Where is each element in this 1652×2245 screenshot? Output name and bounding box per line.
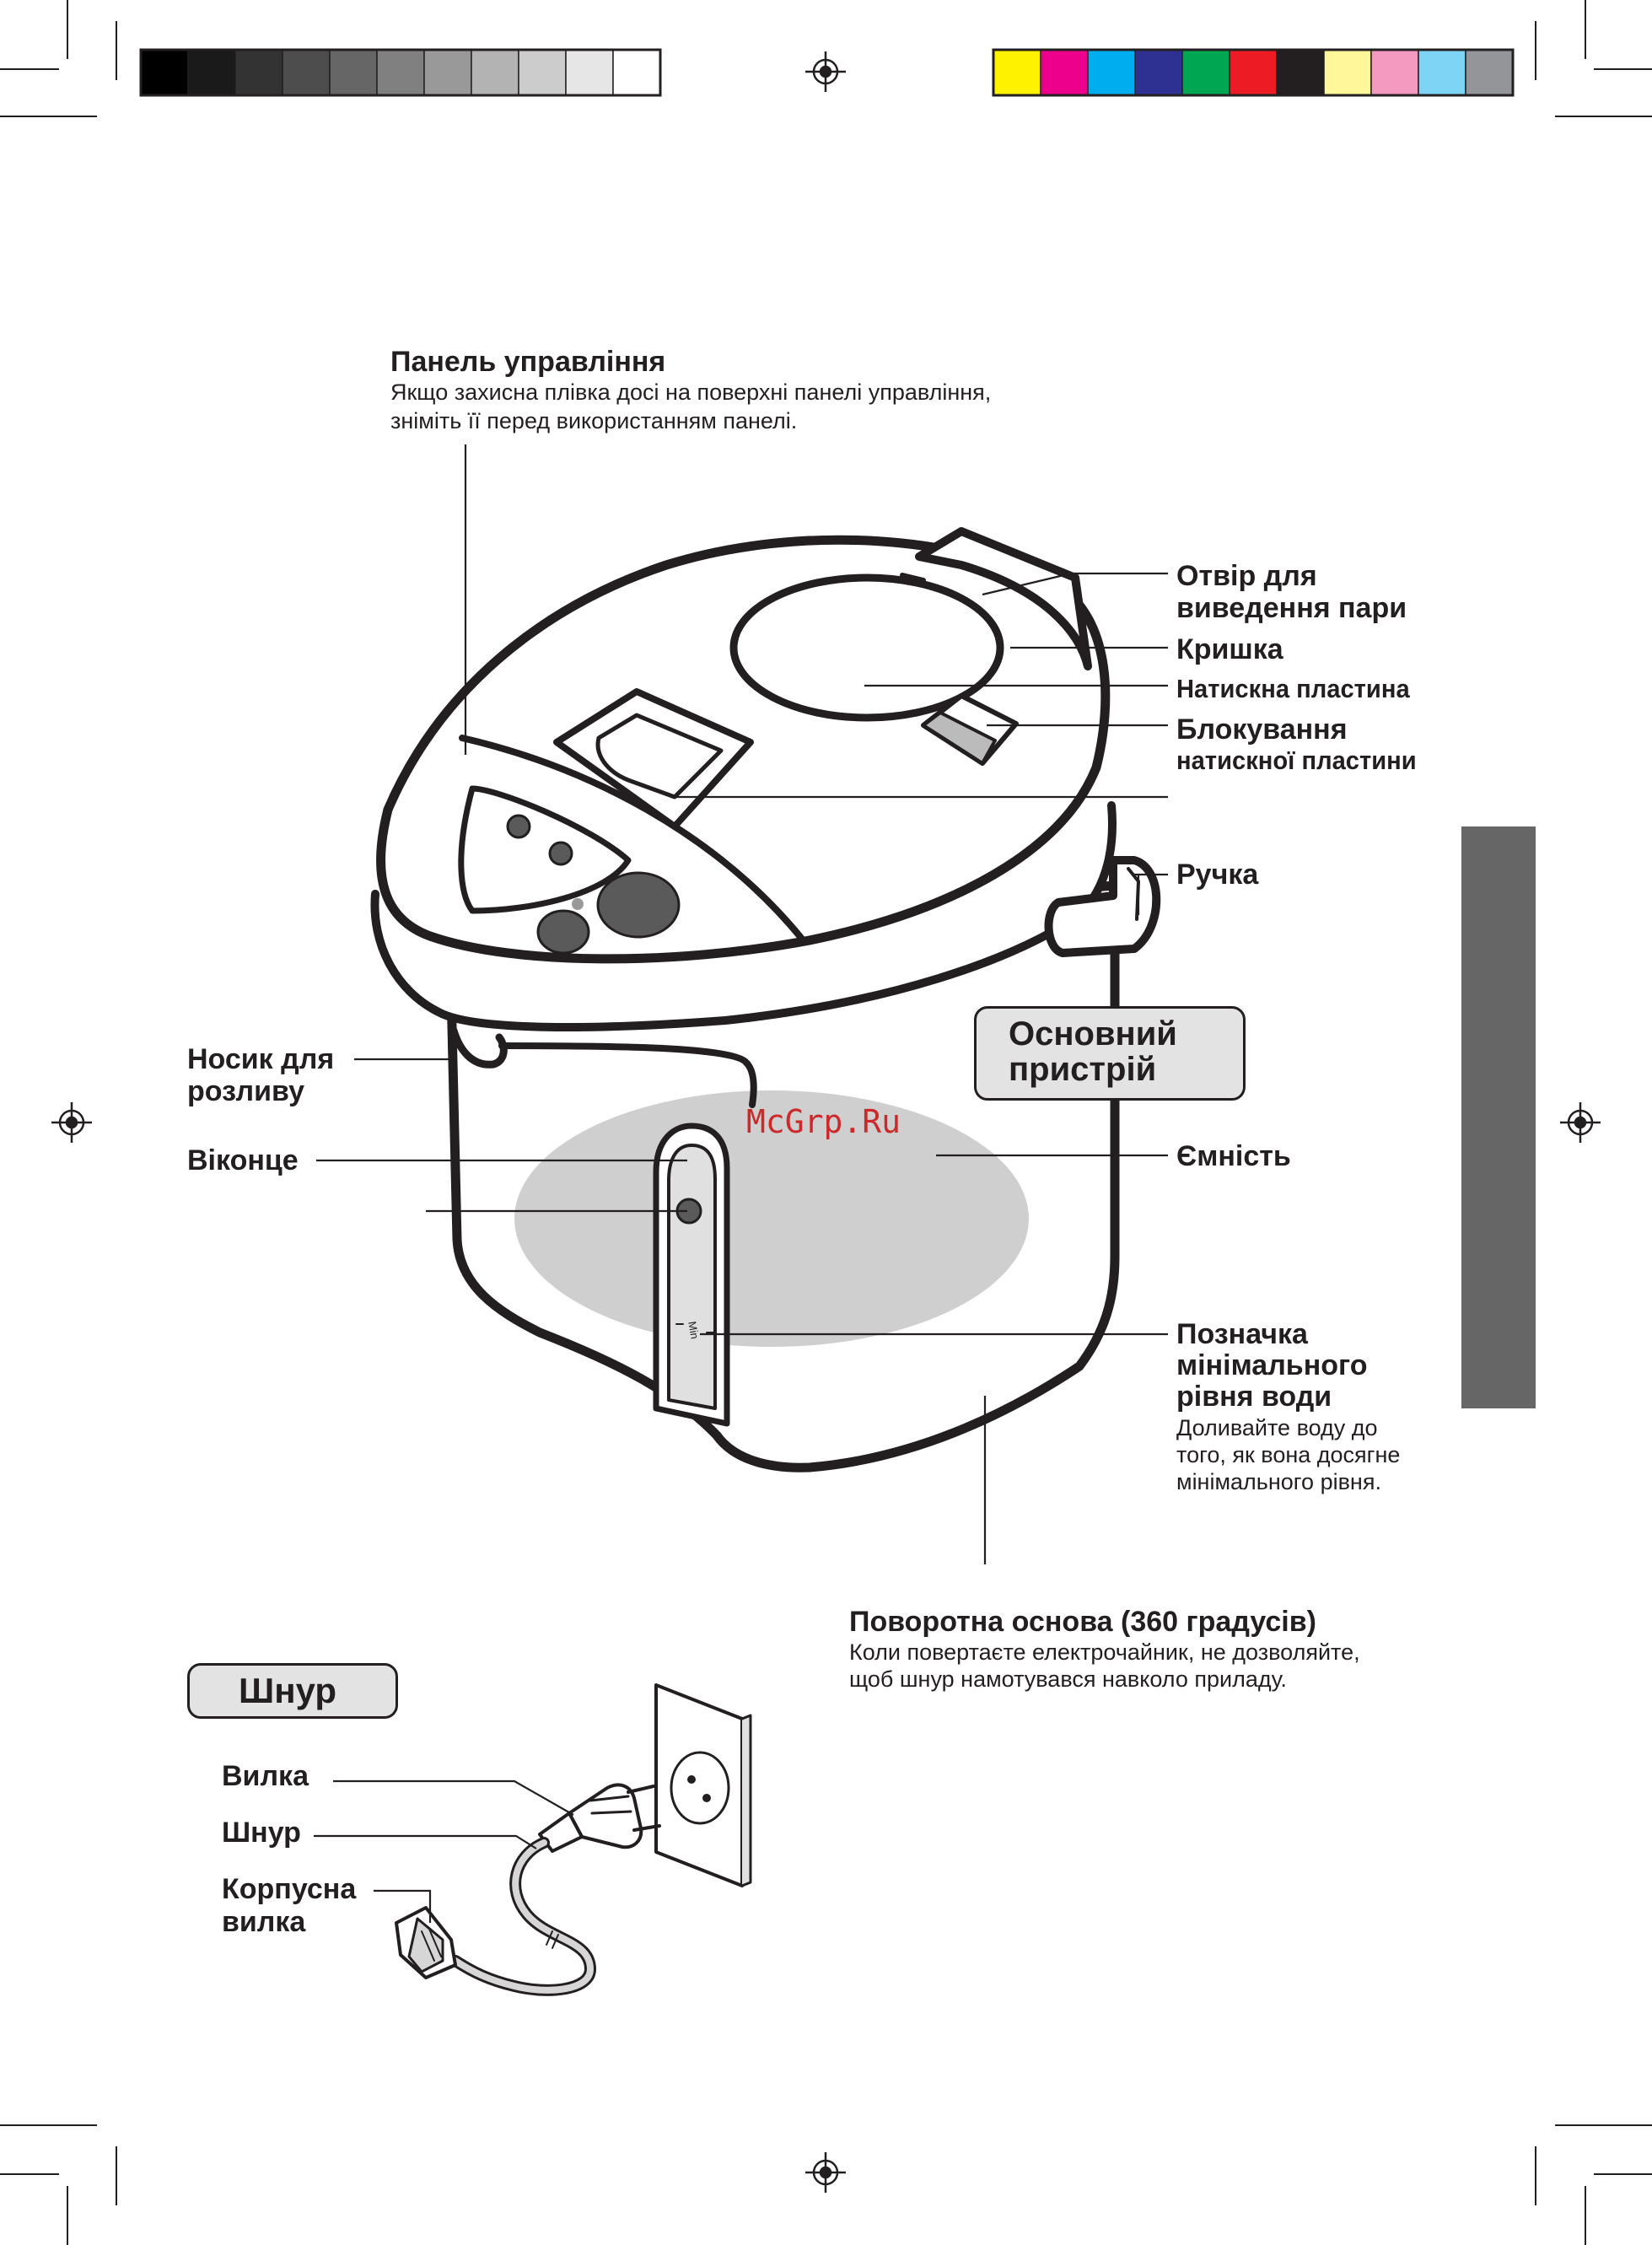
grayscale-calibration-bar [139,48,662,97]
color-swatch [1040,49,1089,96]
body-plug-label-line2: вилка [222,1906,306,1938]
color-swatch [993,49,1041,96]
cord-illustration [395,1683,752,1996]
panel-dispense-button [596,871,681,939]
min-mark-label-line2: мінімального [1176,1349,1368,1381]
base-note-line1: Коли повертаєте електрочайник, не дозвол… [849,1639,1360,1665]
color-swatch [1229,49,1278,96]
grayscale-swatch [565,49,614,96]
base-note-line2: щоб шнур намотувався навколо приладу. [849,1666,1287,1692]
spout-label-line2: розливу [187,1075,305,1107]
color-swatch [1418,49,1466,96]
lock-label-line2: натискної пластини [1176,746,1417,775]
min-marking: Min [686,1321,701,1340]
lid-hatch [553,688,754,830]
container-highlight [514,1090,1029,1347]
plug-label: Вилка [222,1760,309,1792]
leader-lines [316,444,1168,1564]
grayscale-frame [139,48,662,97]
grayscale-swatch [234,49,283,96]
cord-badge-label: Шнур [239,1671,337,1710]
panel-button-1 [506,814,531,839]
base-title: Поворотна основа (360 градусів) [849,1606,1316,1638]
grayscale-swatch [187,49,236,96]
crosshair-circle-icon [805,51,846,92]
steam-vent-label-line2: виведення пари [1176,592,1407,624]
color-swatch [1323,49,1372,96]
control-panel-note-line2: зніміть її перед використанням панелі. [390,408,798,433]
crosshair-circle-icon [805,2152,846,2193]
spout-label-line1: Носик для [187,1043,335,1075]
control-panel-title: Панель управління [390,346,666,378]
min-mark-label-line1: Позначка [1176,1318,1308,1350]
min-mark-note-line3: мінімального рівня. [1176,1469,1381,1494]
body-plug-label-line1: Корпусна [222,1873,357,1905]
color-calibration-bar [992,48,1515,97]
lock-label-line1: Блокування [1176,713,1348,746]
color-swatch [1276,49,1325,96]
color-swatch [1181,49,1230,96]
kettle-illustration: Min [370,527,1161,1472]
grayscale-swatch [518,49,567,96]
grayscale-swatch [329,49,378,96]
window-label: Віконце [187,1144,299,1176]
cord-label: Шнур [222,1817,301,1849]
grayscale-swatch [471,49,519,96]
min-mark-note-line1: Доливайте воду до [1176,1415,1378,1440]
main-unit-badge-line1: Основний [1009,1015,1177,1053]
grayscale-swatch [612,49,661,96]
section-tab [1461,826,1536,1408]
steam-vent-housing [915,527,1092,670]
color-swatch [1087,49,1136,96]
crosshair-circle-icon [51,1102,92,1143]
handle-label: Ручка [1176,859,1259,891]
min-mark-label-line3: рівня води [1176,1381,1332,1413]
press-plate [729,573,1004,722]
grayscale-swatch [282,49,331,96]
control-panel-note-line1: Якщо захисна плівка досі на поверхні пан… [390,380,992,405]
watermark-text: McGrp.Ru [746,1103,901,1140]
steam-vent-label-line1: Отвір для [1176,560,1317,592]
panel-button-2 [548,841,573,866]
color-swatch [1370,49,1419,96]
grayscale-swatch [140,49,189,96]
control-panel-face [458,785,632,914]
color-frame [992,48,1515,97]
container-label: Ємність [1176,1140,1291,1172]
panel-indicator [572,898,584,910]
min-mark-note-line2: того, як вона досягне [1176,1442,1401,1467]
panel-unlock-button [536,909,590,955]
cord-leader-lines [314,1779,574,1923]
main-unit-badge: Основний пристрій [974,1006,1246,1101]
press-plate-label: Натискна пластина [1176,674,1410,703]
grayscale-swatch [376,49,425,96]
main-unit-badge-line2: пристрій [1009,1051,1157,1088]
grayscale-swatch [423,49,472,96]
color-swatch [1134,49,1183,96]
lid-label: Кришка [1176,633,1283,665]
color-swatch [1465,49,1514,96]
crosshair-circle-icon [1560,1102,1601,1143]
cord-badge: Шнур [187,1663,398,1719]
